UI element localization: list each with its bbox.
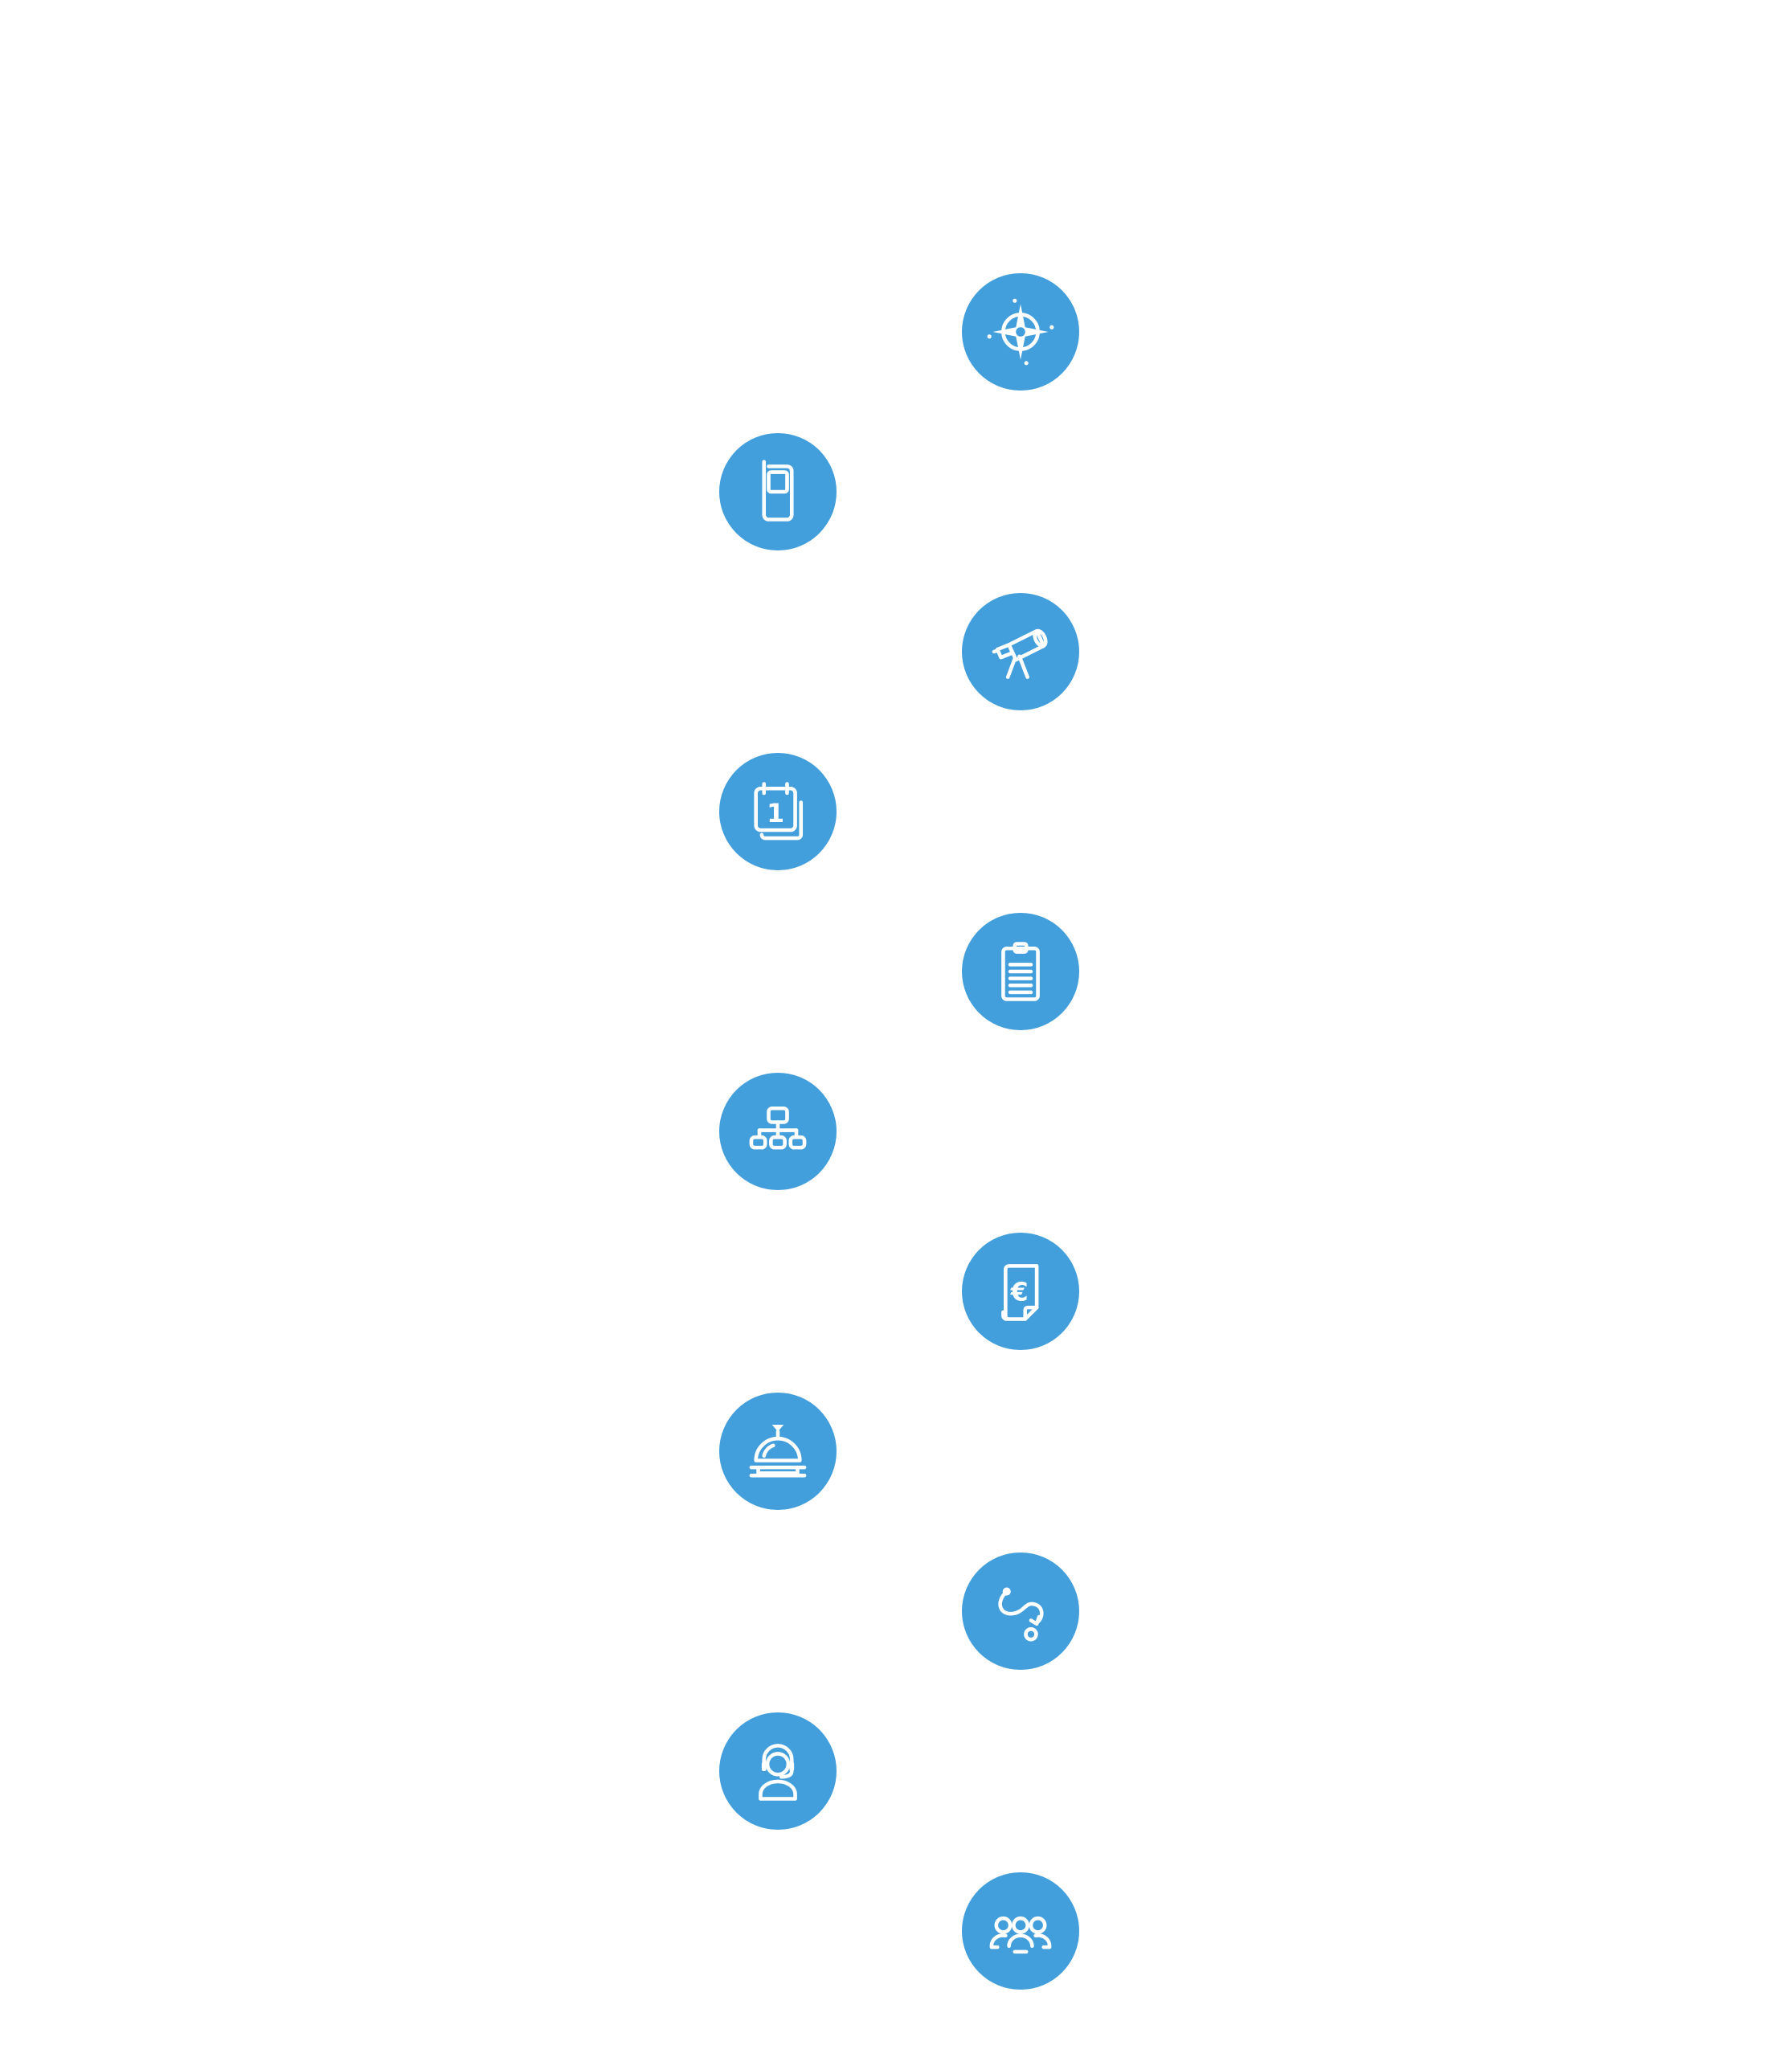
svg-text:€: €: [1010, 1278, 1029, 1307]
step-telescope[interactable]: [962, 593, 1079, 710]
step-clipboard[interactable]: [962, 913, 1079, 1030]
calendar-icon: 1: [754, 782, 804, 841]
document-copy-icon: [762, 460, 794, 522]
telescope-icon: [992, 628, 1048, 679]
step-sitemap[interactable]: [719, 1073, 837, 1190]
clipboard-icon: [1001, 942, 1040, 1001]
step-compass[interactable]: [962, 273, 1079, 391]
route-icon: [998, 1587, 1044, 1642]
headset-agent-icon: [759, 1744, 797, 1801]
step-headset-agent[interactable]: [719, 1712, 837, 1830]
step-route[interactable]: [962, 1552, 1079, 1670]
step-euro-invoice[interactable]: €: [962, 1233, 1079, 1350]
sitemap-icon: [749, 1106, 807, 1150]
step-service-bell[interactable]: [719, 1393, 837, 1510]
step-team[interactable]: [962, 1872, 1079, 1990]
service-bell-icon: [749, 1424, 807, 1478]
svg-text:1: 1: [767, 800, 784, 828]
compass-icon: [987, 298, 1054, 366]
step-document-copy[interactable]: [719, 433, 837, 550]
team-icon: [989, 1916, 1052, 1954]
step-calendar[interactable]: 1: [719, 753, 837, 870]
euro-invoice-icon: €: [1001, 1264, 1039, 1321]
